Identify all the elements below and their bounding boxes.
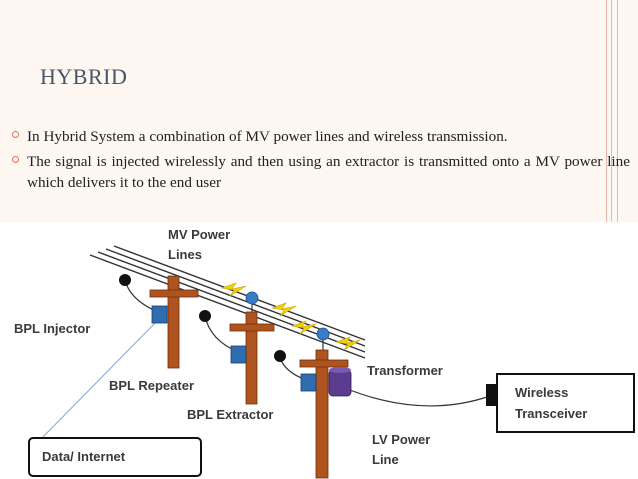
wireless-link-line <box>37 319 159 443</box>
wireless-signal-bolts <box>220 282 361 351</box>
antenna-icon <box>245 291 259 305</box>
label-bpl-injector: BPL Injector <box>14 321 90 336</box>
lightning-icon <box>334 336 361 351</box>
pole-crossarm <box>299 359 349 368</box>
pole-icon <box>167 275 180 369</box>
label-data-internet: Data/ Internet <box>42 449 126 464</box>
pole-crossarm <box>149 289 199 298</box>
lightning-icon <box>270 302 297 317</box>
label-transformer: Transformer <box>367 363 443 378</box>
label-lv-power-line-2: Line <box>372 452 399 467</box>
bullet-text: In Hybrid System a combination of MV pow… <box>27 128 508 145</box>
line-couplers <box>119 274 286 362</box>
bullet-list: In Hybrid System a combination of MV pow… <box>10 126 630 197</box>
transformer-icon <box>328 367 352 397</box>
data-internet-box <box>28 437 202 477</box>
label-wireless: Wireless <box>515 385 568 400</box>
mv-power-lines <box>89 245 366 359</box>
pole-icon <box>315 349 329 479</box>
label-mv-power-lines: MV Power <box>168 227 230 242</box>
bullet-item: In Hybrid System a combination of MV pow… <box>10 126 630 147</box>
lightning-icon <box>290 320 317 335</box>
pole-crossarm <box>229 323 275 332</box>
bpl-devices <box>151 305 317 392</box>
label-transceiver: Transceiver <box>515 406 587 421</box>
bpl-repeater-box <box>230 345 247 364</box>
wireless-transceiver-box <box>496 373 635 433</box>
label-lv-power-line: LV Power <box>372 432 430 447</box>
bpl-injector-box <box>151 305 168 324</box>
label-bpl-extractor: BPL Extractor <box>187 407 273 422</box>
utility-poles <box>149 275 349 479</box>
lightning-icon <box>220 282 247 297</box>
bullet-circle-icon <box>12 131 19 138</box>
wireless-antennas <box>245 291 330 341</box>
bullet-item: The signal is injected wirelessly and th… <box>10 151 630 193</box>
bpl-extractor-box <box>300 373 317 392</box>
bullet-text: The signal is injected wirelessly and th… <box>27 153 630 191</box>
label-mv-power-lines-2: Lines <box>168 247 202 262</box>
transceiver-connector <box>486 384 498 406</box>
antenna-icon <box>316 327 330 341</box>
slide-title: HYBRID <box>40 64 128 89</box>
label-bpl-repeater: BPL Repeater <box>109 378 194 393</box>
bullet-circle-icon <box>12 156 19 163</box>
